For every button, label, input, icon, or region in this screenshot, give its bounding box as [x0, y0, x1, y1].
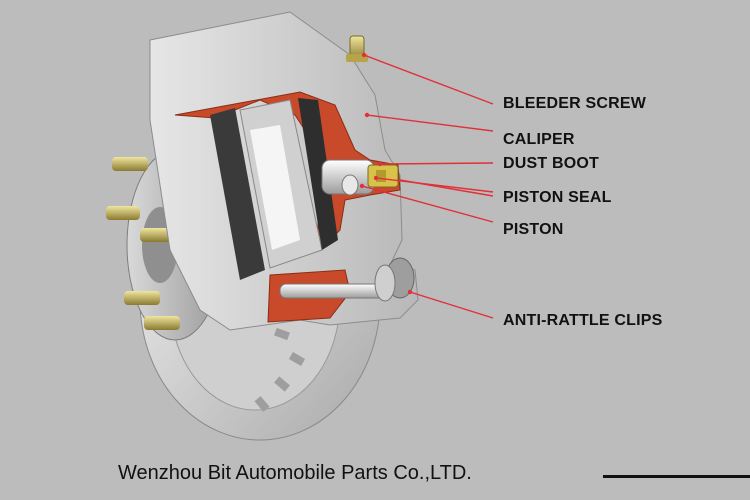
- lug-stud: [112, 157, 148, 171]
- leader-piston: [361, 185, 494, 223]
- lug-stud: [106, 206, 140, 220]
- lug-stud: [124, 291, 160, 305]
- company-name: Wenzhou Bit Automobile Parts Co.,LTD.: [118, 462, 472, 484]
- label-dust-boot: DUST BOOT: [503, 155, 600, 172]
- label-caliper: CALIPER: [503, 131, 575, 148]
- leader-lines: [359, 52, 494, 319]
- footer-divider: [603, 475, 750, 478]
- brake-pads-and-rotor-section: [210, 98, 338, 280]
- label-bleeder-screw: BLEEDER SCREW: [503, 95, 647, 112]
- piston: [321, 159, 375, 196]
- label-anti-rattle-clips: ANTI-RATTLE CLIPS: [503, 312, 663, 329]
- leader-caliper: [366, 114, 494, 132]
- label-piston: PISTON: [503, 221, 564, 238]
- bleeder-screw: [346, 35, 368, 62]
- dust-boot: [367, 164, 399, 188]
- leader-piston-seal-2: [399, 179, 494, 197]
- leader-bleeder-screw: [363, 54, 494, 105]
- lug-stud: [144, 316, 180, 330]
- leader-piston-seal: [375, 177, 494, 193]
- label-piston-seal: PISTON SEAL: [503, 189, 612, 206]
- leader-anti-rattle-clips: [409, 291, 494, 319]
- leader-dust-boot: [379, 162, 494, 165]
- lug-studs: [106, 157, 180, 330]
- guide-pin: [279, 257, 415, 302]
